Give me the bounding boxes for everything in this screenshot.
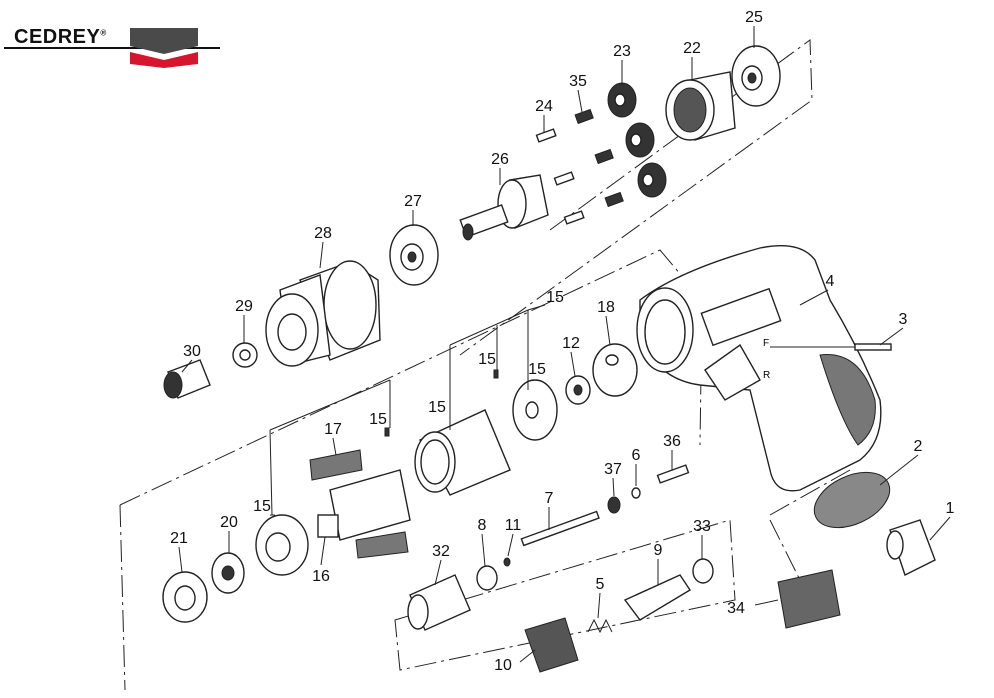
logo-emblem <box>4 28 220 68</box>
part-23-planet-gears <box>607 82 667 198</box>
label-15: 15 <box>478 351 496 368</box>
part-36-screw <box>656 464 690 484</box>
label-1: 1 <box>946 500 955 517</box>
part-15-end-plate <box>512 379 558 441</box>
label-34: 34 <box>727 600 745 617</box>
label-35: 35 <box>569 73 587 90</box>
brand-name: CEDREY <box>14 26 101 48</box>
part-6-oring <box>631 487 641 499</box>
label-32: 32 <box>432 543 450 560</box>
part-18-gasket <box>592 343 638 397</box>
label-16: 16 <box>312 568 330 585</box>
label-6: 6 <box>632 447 641 464</box>
part-24-pins <box>535 128 585 225</box>
label-22: 22 <box>683 40 701 57</box>
part-7-valve-stem <box>520 510 600 547</box>
part-15-rear-plate <box>255 514 309 576</box>
label-15: 15 <box>546 289 564 306</box>
part-4-tool-body: F R <box>636 245 882 492</box>
part-12-bearing <box>565 375 591 405</box>
leader-lines <box>178 26 951 663</box>
part-1-inlet-fitting <box>886 519 936 576</box>
label-20: 20 <box>220 514 238 531</box>
reverse-mark: R <box>763 370 770 381</box>
part-11-oring <box>503 557 511 567</box>
part-33-oring <box>692 558 714 584</box>
label-26: 26 <box>491 151 509 168</box>
label-8: 8 <box>478 517 487 534</box>
label-2: 2 <box>914 438 923 455</box>
label-15: 15 <box>428 399 446 416</box>
label-15: 15 <box>369 411 387 428</box>
part-9-reverse-lever <box>623 574 691 621</box>
label-12: 12 <box>562 335 580 352</box>
label-17: 17 <box>324 421 342 438</box>
part-29-washer <box>232 342 258 368</box>
label-33: 33 <box>693 518 711 535</box>
part-20-bearing <box>211 552 245 594</box>
part-30-collet <box>163 359 211 399</box>
label-29: 29 <box>235 298 253 315</box>
brand-mark: ® <box>100 28 107 38</box>
part-22-ring-gear <box>665 71 736 141</box>
label-15: 15 <box>253 498 271 515</box>
part-32-valve-sleeve <box>407 574 471 631</box>
label-25: 25 <box>745 9 763 26</box>
label-15: 15 <box>528 361 546 378</box>
part-35-needle-bearings <box>574 108 624 208</box>
part-10-trigger <box>524 617 579 673</box>
part-34-muffler <box>777 569 841 629</box>
part-26-planet-carrier <box>459 174 549 241</box>
part-25-bearing <box>731 45 781 107</box>
label-18: 18 <box>597 299 615 316</box>
label-10: 10 <box>494 657 512 674</box>
forward-mark: F <box>763 338 769 349</box>
part-3-pin <box>770 343 892 351</box>
label-4: 4 <box>826 273 835 290</box>
part-15-pins <box>384 369 499 437</box>
assembly-line-left <box>119 504 126 691</box>
label-21: 21 <box>170 530 188 547</box>
part-5-spring <box>587 618 613 634</box>
assembly-line-muffler <box>769 519 801 581</box>
label-11: 11 <box>505 517 522 534</box>
part-2-exhaust-plate <box>813 471 891 529</box>
callout-labels: 25 23 22 35 24 26 27 28 4 3 15 18 29 30 … <box>170 9 954 674</box>
label-36: 36 <box>663 433 681 450</box>
brand-logo: CEDREY® <box>14 26 107 49</box>
part-8-oring <box>476 565 498 591</box>
label-24: 24 <box>535 98 553 115</box>
label-30: 30 <box>183 343 201 360</box>
part-27-bearing <box>389 224 439 286</box>
assembly-line-mid <box>119 249 703 506</box>
label-3: 3 <box>899 311 908 328</box>
assembly-line-lower <box>394 519 736 671</box>
label-9: 9 <box>654 542 663 559</box>
label-5: 5 <box>596 576 605 593</box>
label-7: 7 <box>545 490 554 507</box>
assembly-line-handle <box>769 469 851 516</box>
part-37-oring <box>607 496 621 514</box>
part-17-rotor-blades <box>309 449 411 559</box>
part-15-cylinder <box>414 409 511 496</box>
part-28-gear-housing <box>265 260 381 367</box>
label-23: 23 <box>613 43 631 60</box>
label-28: 28 <box>314 225 332 242</box>
label-27: 27 <box>404 193 422 210</box>
part-21-washer <box>162 571 208 623</box>
label-37: 37 <box>604 461 622 478</box>
